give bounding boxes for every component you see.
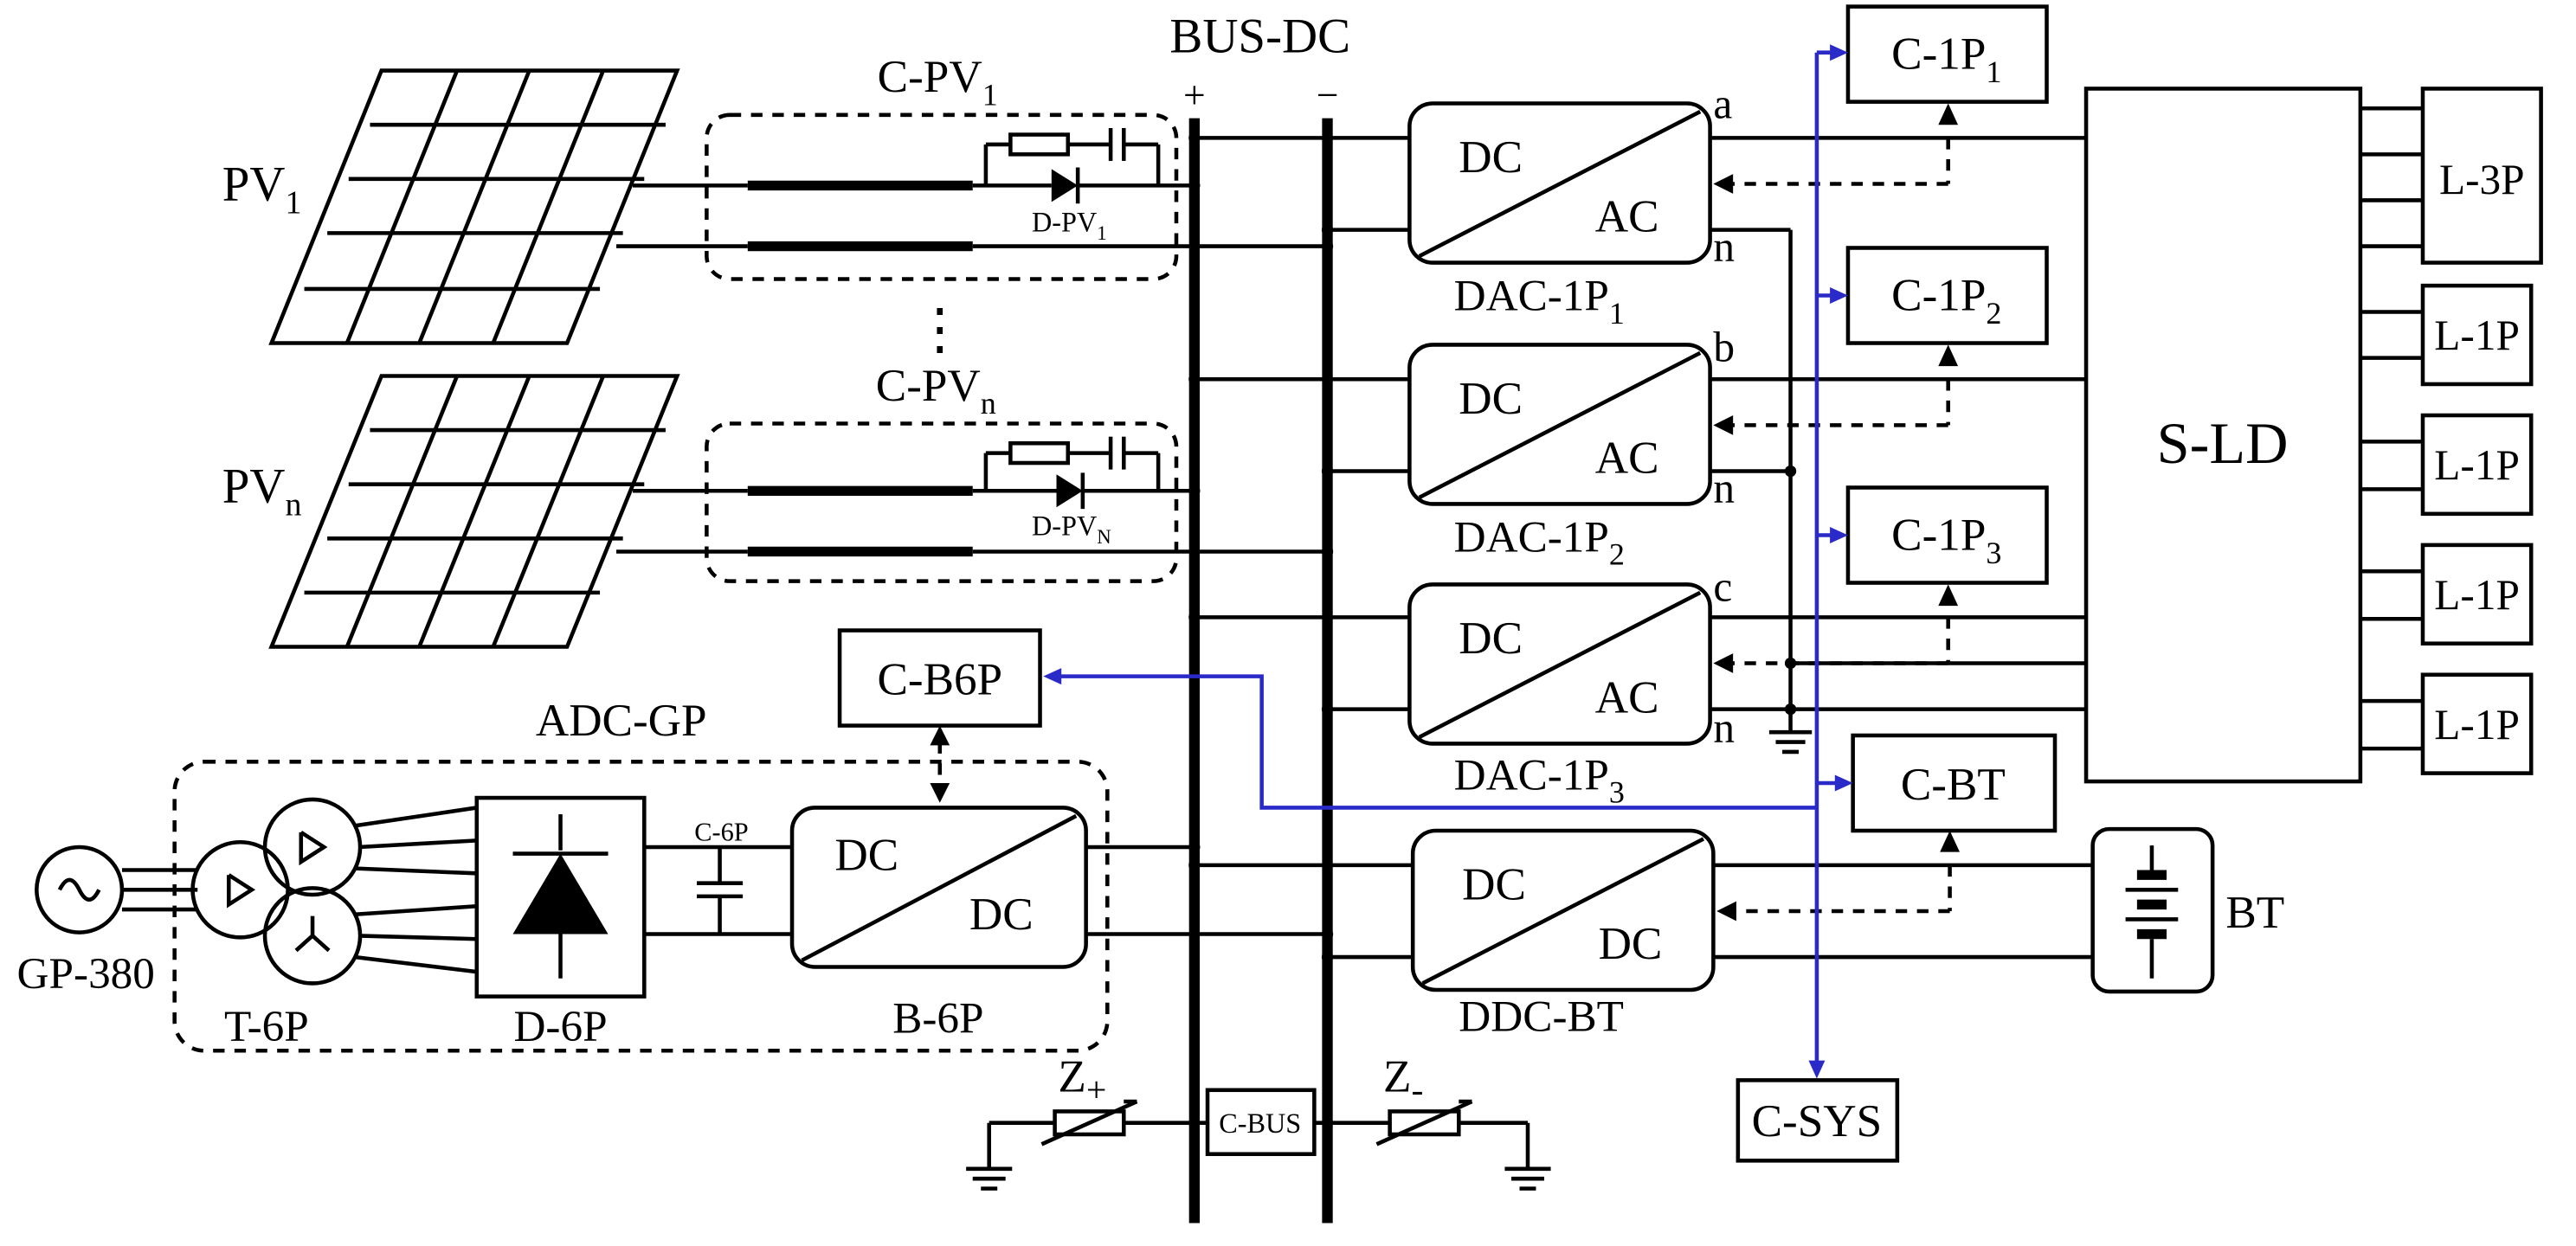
- c-sys-box: [1736, 1078, 1900, 1163]
- c-b6p-box: [837, 628, 1042, 728]
- ground-icon: [1504, 1166, 1551, 1191]
- dac-1p-1-label: DAC-1P1: [1454, 272, 1625, 331]
- pv-ellipsis: ⋮: [912, 299, 969, 360]
- dac-1p-1-dc-label: DC: [1459, 132, 1523, 183]
- phase-a-label: a: [1713, 80, 1732, 128]
- inverter-3: DC AC DAC-1P3 c n: [1194, 562, 2087, 810]
- phase-b-label: b: [1713, 323, 1735, 370]
- l-3p-box: [2420, 87, 2543, 265]
- c-1p-1-label: C-1P1: [1891, 29, 2001, 89]
- phase-c-label: c: [1713, 562, 1732, 610]
- s-ld-label: S-LD: [2157, 410, 2289, 476]
- c-bt-label: C-BT: [1901, 760, 2006, 810]
- l-1p-2-label: L-1P: [2434, 441, 2520, 489]
- c-sys-label: C-SYS: [1752, 1096, 1883, 1146]
- c-bt-box: [1851, 733, 2058, 833]
- z-minus-label: Z-: [1383, 1052, 1423, 1110]
- ground-icon: [966, 1166, 1013, 1191]
- bus-plus-sign: +: [1183, 73, 1206, 117]
- l-1p-3-box: [2420, 543, 2534, 645]
- c-6p-label: C-6P: [694, 817, 748, 846]
- c-pv-1-label: C-PV1: [878, 52, 998, 112]
- l-1p-4-box: [2420, 672, 2534, 775]
- pv-1-label: PV1: [222, 157, 302, 221]
- c-b6p-label: C-B6P: [877, 655, 1002, 705]
- b-6p-dc-out-label: DC: [969, 890, 1034, 940]
- gp-380-label: GP-380: [17, 949, 155, 999]
- l-1p-1-box: [2420, 283, 2534, 387]
- pv-panel-n: PVn: [222, 374, 680, 649]
- adc-gp-enclosure: [172, 760, 1110, 1053]
- b-6p-label: B-6P: [892, 993, 983, 1043]
- grid-branch: ADC-GP GP-380 T-6P: [17, 628, 1328, 1053]
- dac-1p-3-ac-label: AC: [1595, 672, 1659, 723]
- resistor-icon: [1008, 440, 1071, 466]
- b-6p-dc-in-label: DC: [834, 831, 898, 881]
- bt-box: [2090, 826, 2215, 994]
- c-pv-1-enclosure: [705, 112, 1179, 281]
- inverter-1: DC AC DAC-1P1 a n: [1194, 80, 2087, 331]
- rectifier-icon: [512, 814, 609, 979]
- neutral-bus: [1768, 229, 2087, 755]
- dac-1p-2-dc-label: DC: [1459, 374, 1523, 424]
- l-1p-4-label: L-1P: [2434, 701, 2520, 748]
- solar-panel-icon: [268, 68, 680, 345]
- varistor-icon: [1040, 1099, 1138, 1146]
- c-pv-n-enclosure: [705, 421, 1179, 583]
- battery-branch: DC DC DDC-BT C-BT BT: [1194, 733, 2284, 1041]
- dac-1p-2-ac-label: AC: [1595, 433, 1659, 483]
- t-6p-label: T-6P: [224, 1002, 309, 1051]
- phase-controllers: C-1P1 C-1P2 C-1P3: [1845, 4, 2049, 585]
- c-bus-box: [1205, 1088, 1317, 1157]
- adc-gp-label: ADC-GP: [536, 696, 707, 746]
- pv-panel-1: PV1: [222, 68, 680, 345]
- ddc-bt-dc-in-label: DC: [1462, 860, 1526, 910]
- load-switch: S-LD L-3P L-1P L-1P L-1P L-1P: [2083, 87, 2543, 784]
- dac-1p-2-label: DAC-1P2: [1454, 512, 1625, 571]
- dac-1p-3-label: DAC-1P3: [1454, 751, 1625, 810]
- l-1p-3-label: L-1P: [2434, 571, 2520, 619]
- ddc-bt-label: DDC-BT: [1459, 992, 1624, 1041]
- ground-icon: [1768, 729, 1813, 755]
- dc-bus: BUS-DC + −: [1169, 10, 1350, 1224]
- d-pv-n-label: D-PVN: [1032, 510, 1111, 547]
- pv-controller-1: C-PV1 D-PV1: [616, 52, 1328, 281]
- l-1p-1-label: L-1P: [2434, 312, 2520, 359]
- diode-icon: [1056, 474, 1083, 508]
- diode-icon: [1051, 169, 1079, 202]
- bus-title: BUS-DC: [1169, 10, 1350, 64]
- resistor-icon: [1008, 132, 1071, 157]
- bus-minus-sign: −: [1317, 73, 1339, 117]
- l-1p-2-box: [2420, 413, 2534, 517]
- battery-icon: [2125, 845, 2179, 979]
- c-bus-label: C-BUS: [1219, 1108, 1301, 1139]
- bus-junctions: [1188, 132, 1334, 1129]
- inverter-2: DC AC DAC-1P2 b n: [1194, 323, 2087, 572]
- dac-1p-1-ac-label: AC: [1595, 192, 1659, 242]
- pv-n-label: PVn: [222, 459, 302, 523]
- z-plus-label: Z+: [1058, 1052, 1106, 1110]
- ddc-bt-dc-out-label: DC: [1599, 919, 1663, 969]
- c-1p-2-box: [1845, 246, 2049, 345]
- c-pv-n-label: C-PVn: [876, 361, 996, 421]
- system-control-links: C-SYS: [1043, 44, 1900, 1163]
- bus-grounding: C-BUS Z+ Z-: [966, 1052, 1551, 1191]
- dac-1p-3-dc-label: DC: [1459, 613, 1523, 664]
- c-1p-3-label: C-1P3: [1891, 511, 2001, 570]
- bt-label: BT: [2225, 888, 2284, 938]
- pv-controller-n: C-PVn D-PVN: [616, 361, 1328, 583]
- c-1p-1-box: [1845, 4, 2049, 104]
- c-1p-2-label: C-1P2: [1891, 271, 2001, 331]
- transformer-icon: [190, 797, 363, 986]
- neutral-3-label: n: [1713, 704, 1735, 752]
- solar-panel-icon: [268, 374, 680, 649]
- d-6p-label: D-6P: [513, 1002, 607, 1051]
- s-ld-box: [2083, 87, 2363, 784]
- l-3p-label: L-3P: [2439, 156, 2525, 203]
- d-pv-1-label: D-PV1: [1032, 207, 1107, 244]
- varistor-icon: [1375, 1099, 1473, 1146]
